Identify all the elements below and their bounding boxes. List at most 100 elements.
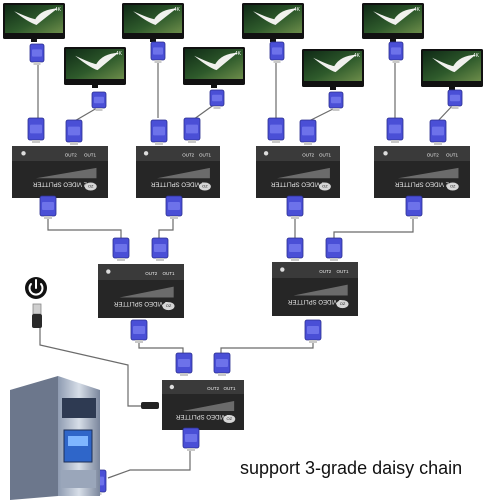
vga-connector-icon — [388, 41, 404, 63]
bird-image — [14, 8, 58, 25]
brand-logo — [446, 182, 459, 191]
splitter-stripe — [293, 284, 348, 296]
vga-grip — [270, 124, 282, 134]
port-label: OUT2 — [427, 152, 439, 157]
vga-connector-icon — [286, 195, 304, 219]
splitter-label: 2 VIDEO SPLITTER — [32, 180, 87, 186]
vga-connector-icon — [213, 352, 231, 376]
port-label: OUT1 — [319, 152, 331, 157]
splitter-top — [98, 279, 184, 318]
vga-metal — [135, 340, 143, 343]
vga-metal — [291, 258, 299, 261]
port-label: OUT1 — [224, 386, 236, 391]
splitter-top — [136, 160, 220, 198]
vga-grip — [432, 126, 444, 136]
splitter-back-panel — [272, 262, 358, 278]
vga-connector-icon — [429, 119, 447, 145]
vga-connector-icon — [286, 237, 304, 261]
vga-connector-icon — [447, 89, 463, 109]
cable-line — [436, 103, 455, 123]
vga-connector-icon — [386, 117, 404, 143]
splitter-label: 2 VIDEO SPLITTER — [113, 300, 168, 306]
vga-metal — [291, 216, 299, 219]
monitor-icon: 4K — [242, 3, 304, 42]
vga-grip — [42, 202, 54, 210]
vga-connector-icon — [175, 352, 193, 376]
monitor-badge: 4K — [174, 7, 181, 13]
bird-image — [373, 8, 417, 25]
vga-metal — [218, 373, 226, 376]
vga-metal — [155, 142, 163, 145]
vga-metal — [273, 60, 281, 63]
pc-and-power-layer — [10, 277, 159, 500]
port-label: OUT2 — [65, 152, 77, 157]
splitter-back-panel — [256, 146, 340, 161]
vga-metal — [272, 140, 280, 143]
power-jack — [141, 402, 159, 409]
splitter-back-panel — [374, 146, 470, 161]
brand-logo — [198, 182, 211, 191]
vga-grip — [115, 244, 127, 252]
vga-connector-icon — [182, 427, 200, 451]
monitor-stand — [270, 39, 276, 42]
usb-metal — [32, 303, 42, 315]
monitor-stand — [92, 85, 98, 88]
port-label: OUT1 — [163, 271, 175, 276]
vga-grip — [302, 126, 314, 136]
monitor-icon: 4K — [302, 49, 364, 90]
vga-metal — [180, 373, 188, 376]
monitor-icon: 4K — [362, 3, 424, 42]
brand-badge: OZ — [340, 301, 346, 306]
splitter-stripe — [398, 167, 459, 179]
vga-metal — [33, 62, 41, 65]
vga-connector-icon — [304, 319, 322, 343]
vga-metal — [451, 106, 459, 109]
vga-grip — [154, 244, 166, 252]
splitter-label: 2 VIDEO SPLITTER — [175, 413, 230, 419]
vga-connector-icon — [91, 91, 107, 111]
monitor-icon: 4K — [122, 3, 184, 42]
vga-metal — [410, 216, 418, 219]
vga-grip — [289, 244, 301, 252]
vga-grip — [94, 96, 104, 104]
bird-image — [194, 52, 238, 71]
vga-metal — [330, 258, 338, 261]
connectors-layer — [27, 41, 463, 495]
monitor-badge: 4K — [414, 7, 421, 13]
vga-grip — [30, 124, 42, 134]
vga-metal — [170, 216, 178, 219]
vga-grip — [32, 49, 42, 57]
brand-badge: OZ — [322, 184, 328, 189]
vga-grip — [153, 47, 163, 55]
power-led — [169, 384, 175, 390]
splitter-stripe — [119, 286, 174, 298]
splitter-top — [12, 160, 108, 198]
vga-grip — [186, 124, 198, 134]
vga-grip — [389, 124, 401, 134]
brand-logo — [162, 302, 175, 311]
brand-badge: OZ — [88, 184, 94, 189]
power-led — [383, 151, 388, 156]
vga-metal — [187, 448, 195, 451]
vga-connector-icon — [267, 117, 285, 143]
bird-image — [432, 54, 476, 73]
power-led — [263, 151, 269, 156]
vga-connector-icon — [183, 117, 201, 143]
monitor-stand — [449, 87, 455, 90]
brand-logo — [84, 182, 97, 191]
monitor-badge: 4K — [294, 7, 301, 13]
vga-metal — [309, 340, 317, 343]
vga-connector-icon — [27, 117, 45, 143]
vga-connector-icon — [165, 195, 183, 219]
bird-image — [313, 54, 357, 73]
port-label: OUT1 — [84, 152, 96, 157]
vga-grip — [272, 47, 282, 55]
pc-drive-bay — [62, 398, 96, 418]
vga-metal — [434, 142, 442, 145]
vga-connector-icon — [29, 43, 45, 65]
